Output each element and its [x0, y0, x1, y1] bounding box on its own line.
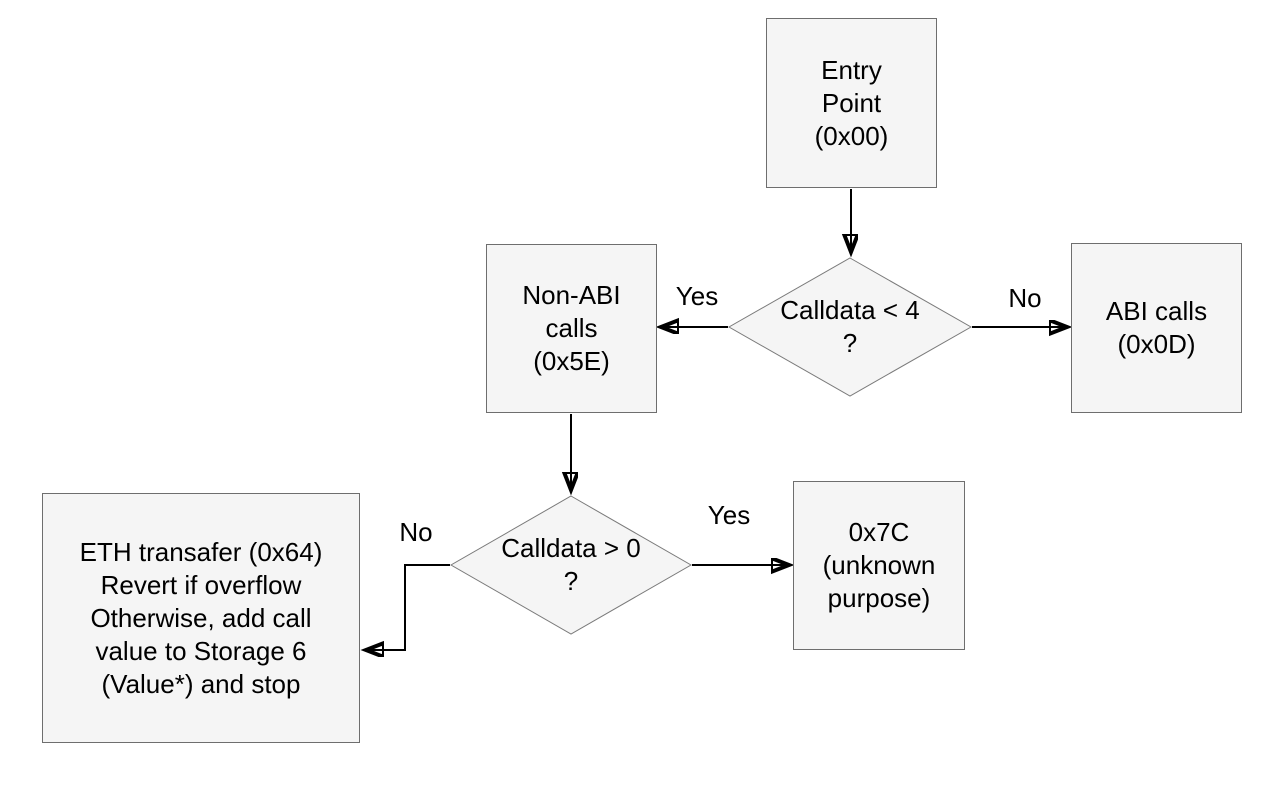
node-decision-calldata-gt-0: Calldata > 0 ? — [450, 495, 692, 635]
node-non-abi-calls: Non-ABI calls (0x5E) — [486, 244, 657, 413]
node-0x7c-unknown-purpose-label: 0x7C (unknown purpose) — [822, 517, 936, 613]
node-abi-calls-label: ABI calls (0x0D) — [1105, 296, 1208, 359]
diamond-shape — [450, 495, 692, 635]
node-decision-calldata-gt-0-label: Calldata > 0 ? — [501, 533, 641, 596]
node-eth-transfer-label: ETH transafer (0x64) Revert if overflow … — [79, 536, 323, 699]
edge-label-decision2-yes: Yes — [705, 500, 753, 530]
edge-label-decision1-yes: Yes — [673, 281, 721, 311]
node-non-abi-calls-label: Non-ABI calls (0x5E) — [522, 280, 621, 376]
node-decision-calldata-lt-4-label: Calldata < 4 ? — [780, 295, 920, 358]
node-decision-calldata-lt-4: Calldata < 4 ? — [728, 257, 972, 397]
node-eth-transfer: ETH transafer (0x64) Revert if overflow … — [42, 493, 360, 743]
edge-label-decision2-no: No — [397, 517, 435, 547]
node-entry-point: Entry Point (0x00) — [766, 18, 937, 188]
edge-label-decision1-no: No — [1006, 283, 1044, 313]
node-entry-point-label: Entry Point (0x00) — [814, 54, 889, 151]
diamond-shape — [728, 257, 972, 397]
edge-decision2-no — [367, 564, 450, 650]
node-abi-calls: ABI calls (0x0D) — [1071, 243, 1242, 413]
node-0x7c-unknown-purpose: 0x7C (unknown purpose) — [793, 481, 965, 650]
